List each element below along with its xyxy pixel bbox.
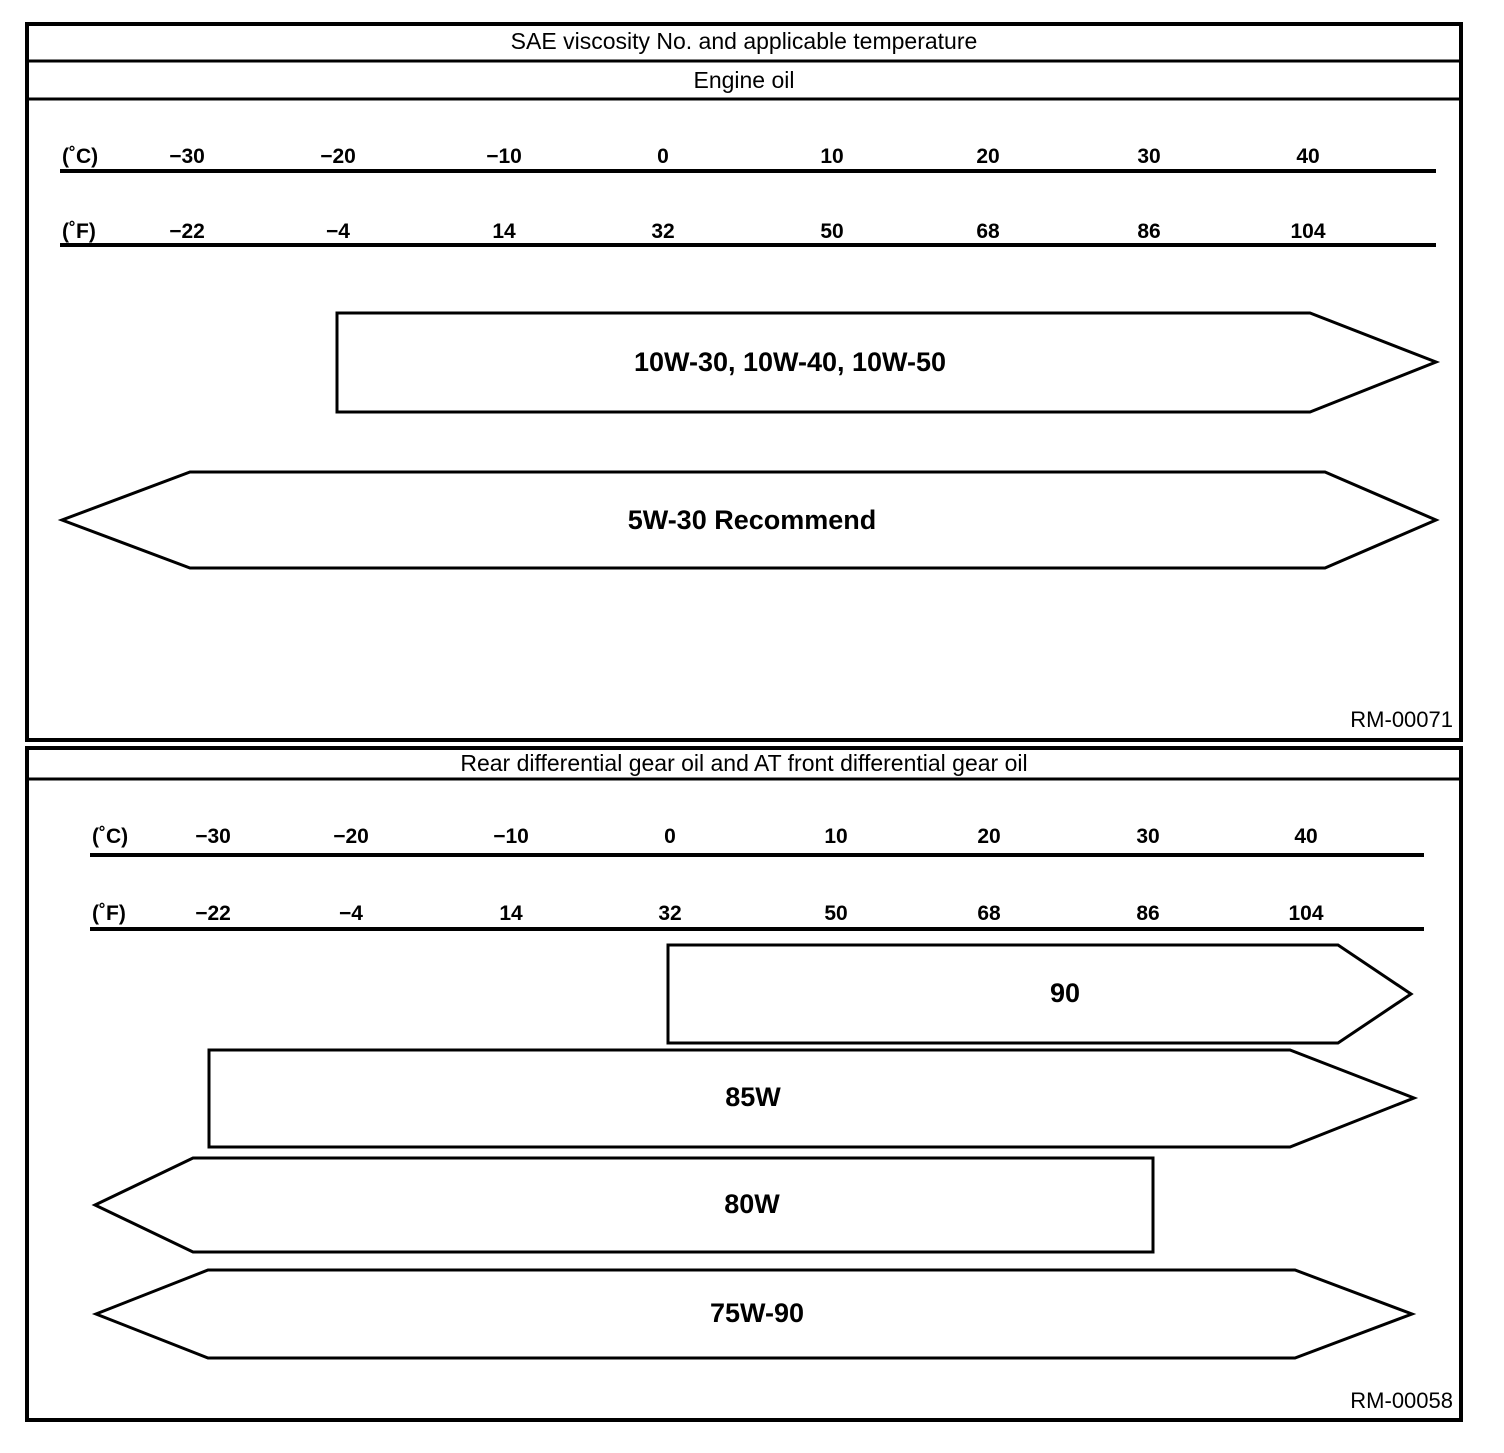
- celsius-tick-label: 40: [1296, 145, 1319, 168]
- fahrenheit-tick-label: 68: [976, 220, 1000, 243]
- fahrenheit-tick-label: 68: [977, 902, 1001, 925]
- range-bar-10w-arrow: [335, 311, 1441, 414]
- fahrenheit-tick-label: 86: [1136, 902, 1159, 925]
- range-bar-label: 90: [1050, 978, 1080, 1008]
- celsius-tick-label: 10: [820, 145, 843, 168]
- fahrenheit-unit-label: (˚F): [62, 220, 96, 243]
- celsius-tick-label: −10: [486, 145, 522, 168]
- fahrenheit-unit-label: (˚F): [92, 902, 126, 925]
- fahrenheit-tick-label: 32: [651, 220, 674, 243]
- range-bar-80w-arrow: [91, 1156, 1155, 1254]
- fahrenheit-tick-label: 14: [499, 902, 523, 925]
- fahrenheit-tick-label: 50: [820, 220, 843, 243]
- fahrenheit-tick-label: 104: [1290, 220, 1325, 243]
- range-bar-85w-arrow: [207, 1048, 1419, 1149]
- celsius-unit-label: (˚C): [92, 825, 128, 848]
- fahrenheit-tick-label: −4: [326, 220, 350, 243]
- range-bar-label: 75W-90: [710, 1298, 804, 1328]
- figure-ref-code: RM-00058: [1350, 1388, 1453, 1413]
- celsius-tick-label: 10: [824, 825, 847, 848]
- celsius-tick-label: 0: [657, 145, 669, 168]
- range-bar-label: 10W-30, 10W-40, 10W-50: [634, 347, 946, 377]
- fahrenheit-tick-label: −4: [339, 902, 363, 925]
- fahrenheit-tick-label: 32: [658, 902, 681, 925]
- fahrenheit-tick-label: −22: [169, 220, 205, 243]
- celsius-tick-label: −20: [333, 825, 369, 848]
- fahrenheit-tick-label: 14: [492, 220, 516, 243]
- celsius-tick-label: 0: [664, 825, 676, 848]
- celsius-tick-label: 30: [1137, 145, 1160, 168]
- celsius-tick-label: 40: [1294, 825, 1317, 848]
- celsius-tick-label: −30: [169, 145, 205, 168]
- celsius-tick-label: −10: [493, 825, 529, 848]
- range-bar-label: 85W: [725, 1082, 781, 1112]
- engine-oil-panel-subtitle: Engine oil: [693, 67, 794, 93]
- engine-oil-panel-title: SAE viscosity No. and applicable tempera…: [511, 28, 978, 54]
- gear-oil-panel-title: Rear differential gear oil and AT front …: [460, 750, 1027, 776]
- fahrenheit-tick-label: 86: [1137, 220, 1160, 243]
- range-bar-5w30-arrow: [57, 470, 1440, 570]
- celsius-tick-label: 30: [1136, 825, 1159, 848]
- fahrenheit-tick-label: −22: [195, 902, 231, 925]
- range-bar-75w90-arrow: [91, 1268, 1417, 1360]
- celsius-tick-label: −20: [320, 145, 356, 168]
- celsius-tick-label: 20: [976, 145, 999, 168]
- fahrenheit-tick-label: 50: [824, 902, 847, 925]
- celsius-unit-label: (˚C): [62, 145, 98, 168]
- range-bar-90-arrow: [666, 943, 1414, 1045]
- celsius-tick-label: −30: [195, 825, 231, 848]
- fahrenheit-tick-label: 104: [1288, 902, 1323, 925]
- range-bar-label: 5W-30 Recommend: [628, 505, 877, 535]
- gear-oil-panel-border: [25, 746, 1463, 1422]
- celsius-tick-label: 20: [977, 825, 1000, 848]
- range-bar-label: 80W: [724, 1189, 780, 1219]
- figure-ref-code: RM-00071: [1350, 707, 1453, 732]
- engine-oil-panel-border: [25, 22, 1463, 742]
